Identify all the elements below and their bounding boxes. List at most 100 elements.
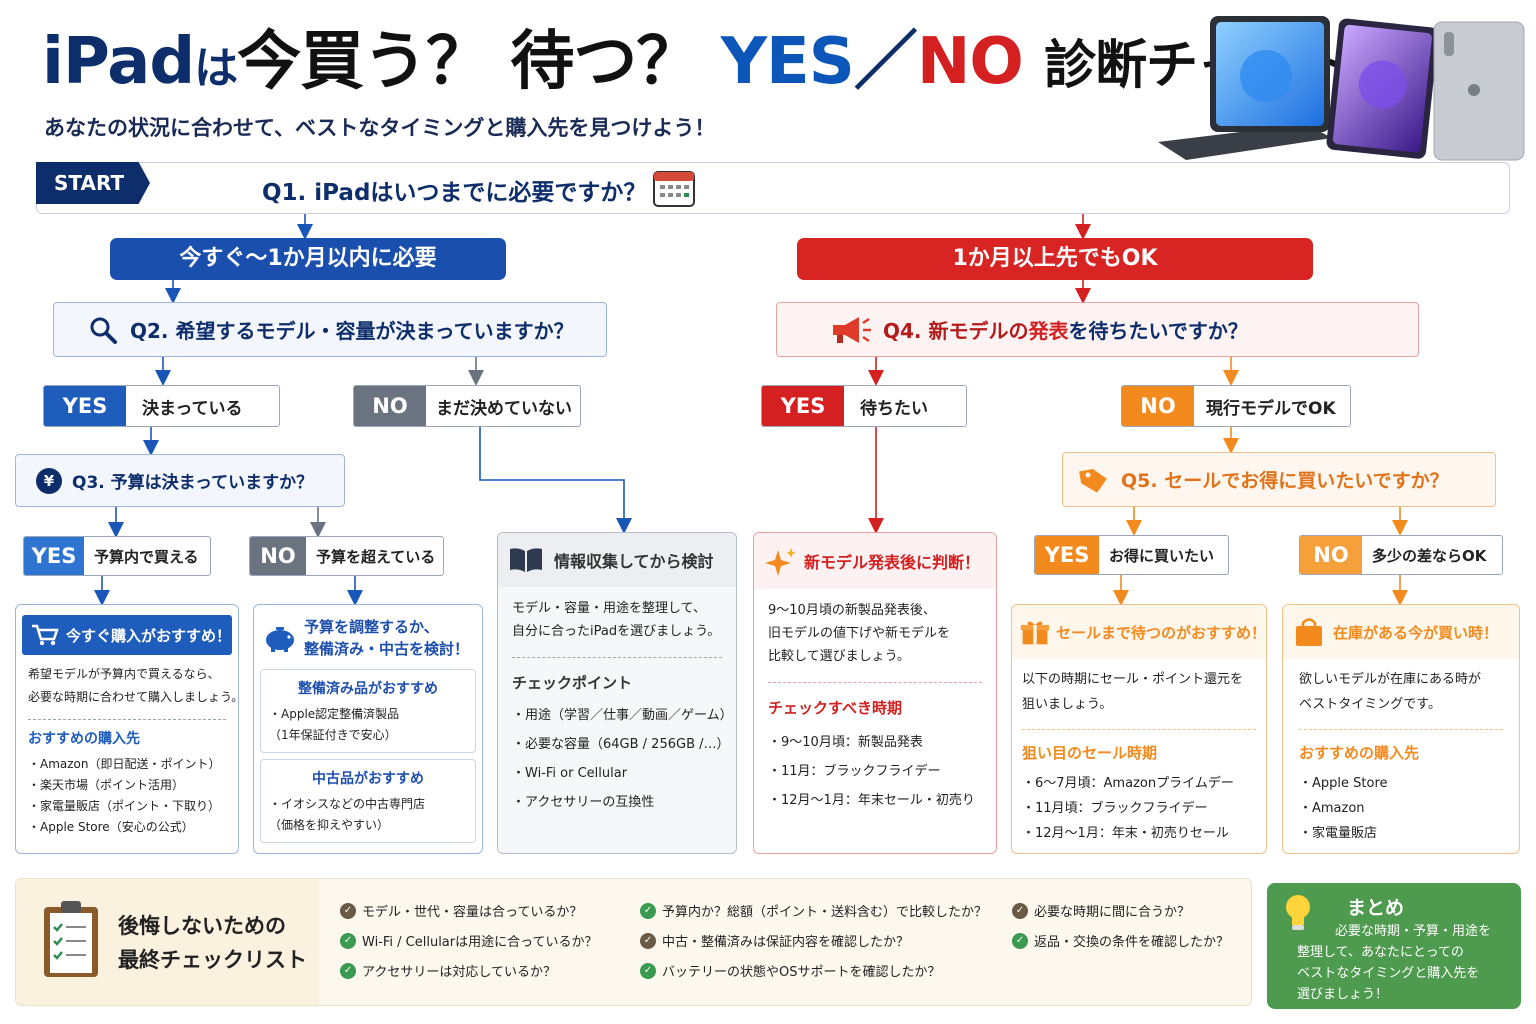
list-item: （1年保証付きで安心） — [269, 728, 397, 742]
title-yes: YES — [720, 25, 855, 99]
check-icon: ✓ — [1012, 902, 1028, 919]
ipad-devices-illustration — [1158, 16, 1525, 161]
branch-later: 1か月以上先でもOK — [797, 238, 1313, 280]
title-question-mark-2: ？ — [636, 25, 700, 99]
list-item: ・11月：ブラックフライデー — [768, 764, 941, 779]
card-title: 新モデル発表後に判断！ — [804, 553, 981, 572]
checklist-title-line: 後悔しないための — [118, 914, 286, 938]
no-tag: NO — [1300, 536, 1362, 574]
question-q3-text: Q3. 予算は決まっていますか？ — [72, 473, 314, 493]
megaphone-icon — [833, 316, 871, 343]
checklist-item: ✓Wi-Fi / Cellularは用途に合っているか？ — [340, 931, 597, 950]
list-item: ・Amazon（即日配送・ポイント） — [28, 757, 221, 771]
checklist-item: ✓予算内か？総額（ポイント・送料含む）で比較したか？ — [640, 901, 987, 920]
yes-tag: YES — [44, 386, 126, 426]
checklist-title: 後悔しないための 最終チェックリスト — [118, 909, 307, 977]
answer-text: 現行モデルでOK — [1206, 398, 1336, 419]
check-icon: ✓ — [640, 902, 656, 919]
summary-line: ベストなタイミングと購入先を — [1297, 966, 1480, 981]
title-ha: は — [194, 43, 238, 94]
used-title: 中古品がおすすめ — [312, 771, 424, 787]
card-subheading: おすすめの購入先 — [28, 731, 140, 747]
shopping-bag-icon — [1296, 618, 1322, 646]
checklist-item: ✓返品・交換の条件を確認したか？ — [1012, 931, 1229, 950]
card-desc-line: モデル・容量・用途を整理して、 — [512, 601, 706, 616]
card-body: 9～10月頃の新製品発表後、 旧モデルの値下げや新モデルを 比較して選びましょう… — [754, 589, 996, 815]
start-label: START — [36, 162, 150, 204]
list-item: ・イオシスなどの中古専門店 — [269, 797, 426, 811]
card-desc-line: ベストタイミングです。 — [1299, 697, 1441, 712]
card-subheading: おすすめの購入先 — [1299, 744, 1420, 762]
card-desc-line: 比較して選びましょう。 — [768, 649, 910, 664]
list-item: ・家電量販店（ポイント・下取り） — [28, 799, 221, 813]
checklist-item-text: Wi-Fi / Cellularは用途に合っているか？ — [362, 935, 598, 950]
piggy-bank-icon — [266, 627, 294, 652]
card-header: 情報収集してから検討 — [498, 533, 736, 587]
summary-title: まとめ — [1347, 897, 1405, 919]
card-title: 今すぐ購入がおすすめ！ — [66, 626, 232, 645]
question-q5-text: Q5. セールでお得に買いたいですか？ — [1121, 470, 1449, 492]
title-buy-now: 今買う — [237, 25, 427, 99]
answer-text: 予算内で買える — [94, 547, 199, 566]
list-item: ・楽天市場（ポイント活用） — [28, 778, 185, 792]
checklist-item: ✓アクセサリーは対応しているか？ — [340, 961, 556, 980]
refurbished-title: 整備済み品がおすすめ — [298, 681, 438, 697]
question-q1: Q1. iPadはいつまでに必要ですか？ — [262, 180, 647, 206]
card-desc-line: 以下の時期にセール・ポイント還元を — [1022, 672, 1244, 687]
clipboard-icon — [44, 901, 98, 977]
sparkle-icon — [765, 548, 796, 576]
list-item: ・Apple認定整備済製品 — [269, 707, 400, 721]
question-q4-text-1: Q4. 新モデルの — [883, 319, 1029, 343]
no-tag: NO — [1122, 386, 1194, 426]
question-q4-text-2: を待ちたいですか？ — [1068, 319, 1248, 343]
answer-q5-no: NO 多少の差ならOK — [1299, 535, 1503, 575]
price-tag-icon — [1079, 468, 1107, 493]
card-desc-line: 欲しいモデルが在庫にある時が — [1299, 672, 1482, 687]
title-no: NO — [916, 25, 1024, 99]
card-subheading: チェックすべき時期 — [768, 699, 902, 717]
list-item: ・6～7月頃：Amazonプライムデー — [1022, 776, 1234, 791]
card-subheading: チェックポイント — [512, 674, 633, 692]
answer-text: 多少の差ならOK — [1372, 546, 1487, 565]
question-q5: Q5. セールでお得に買いたいですか？ — [1062, 452, 1496, 507]
card-header: 予算を調整するか、 整備済み・中古を検討！ — [262, 613, 476, 663]
card-body: モデル・容量・用途を整理して、 自分に合ったiPadを選びましょう。 チェックポ… — [498, 587, 736, 817]
check-icon: ✓ — [640, 932, 656, 949]
answer-q2-no: NO まだ決めていない — [353, 385, 581, 427]
answer-q3-yes: YES 予算内で買える — [23, 536, 211, 576]
card-body: 以下の時期にセール・ポイント還元を 狙いましょう。 狙い目のセール時期 ・6～7… — [1012, 659, 1266, 846]
list-item: ・9～10月頃：新製品発表 — [768, 735, 923, 750]
answer-text: 予算を超えている — [316, 547, 436, 566]
list-item: ・必要な容量（64GB / 256GB /…） — [512, 737, 730, 752]
title-ipad: iPad — [42, 25, 195, 99]
checklist-item: ✓モデル・世代・容量は合っているか？ — [340, 901, 582, 920]
checklist-title-line: 最終チェックリスト — [118, 948, 307, 972]
question-q2-text: Q2. 希望するモデル・容量が決まっていますか？ — [130, 319, 574, 343]
list-item: ・12月～1月：年末・初売りセール — [1022, 826, 1229, 841]
result-card-in-stock: 在庫がある今が買い時！ 欲しいモデルが在庫にある時が ベストタイミングです。 お… — [1282, 604, 1520, 854]
check-icon: ✓ — [640, 962, 656, 979]
summary-line: 必要な時期・予算・用途を — [1335, 924, 1492, 939]
yen-icon: ¥ — [36, 467, 62, 494]
result-card-buy-now: 今すぐ購入がおすすめ！ 希望モデルが予算内で買えるなら、 必要な時期に合わせて購… — [15, 604, 239, 854]
page-subtitle: あなたの状況に合わせて、ベストなタイミングと購入先を見つけよう！ — [44, 116, 716, 140]
card-title: 在庫がある今が買い時！ — [1333, 623, 1499, 642]
card-header: 在庫がある今が買い時！ — [1283, 605, 1519, 659]
cart-icon — [32, 624, 59, 646]
list-item: ・用途（学習／仕事／動画／ゲーム） — [512, 708, 733, 723]
checklist-item-text: 中古・整備済みは保証内容を確認したか？ — [662, 935, 910, 950]
result-card-new-model: 新モデル発表後に判断！ 9～10月頃の新製品発表後、 旧モデルの値下げや新モデル… — [753, 532, 997, 854]
result-card-sale: セールまで待つのがおすすめ！ 以下の時期にセール・ポイント還元を 狙いましょう。… — [1011, 604, 1267, 854]
card-desc-line: 自分に合ったiPadを選びましょう。 — [512, 624, 721, 639]
list-item: ・Wi-Fi or Cellular — [512, 766, 628, 781]
no-tag: NO — [354, 386, 426, 426]
checklist-item: ✓必要な時期に間に合うか？ — [1012, 901, 1190, 920]
final-checklist-panel: 後悔しないための 最終チェックリスト ✓モデル・世代・容量は合っているか？ ✓W… — [15, 878, 1252, 1006]
title-slash: ／ — [853, 25, 918, 99]
summary-panel: まとめ 必要な時期・予算・用途を 整理して、あなたにとっての ベストなタイミング… — [1267, 883, 1521, 1009]
refurbished-box: 整備済み品がおすすめ ・Apple認定整備済製品 （1年保証付きで安心） — [260, 669, 476, 753]
branch-now: 今すぐ～1か月以内に必要 — [110, 238, 506, 280]
checklist-item: ✓ 中古・整備済みは保証内容を確認したか？ — [640, 931, 909, 950]
summary-line: 整理して、あなたにとっての — [1297, 945, 1464, 960]
card-body: 欲しいモデルが在庫にある時が ベストタイミングです。 おすすめの購入先 ・App… — [1283, 659, 1519, 846]
